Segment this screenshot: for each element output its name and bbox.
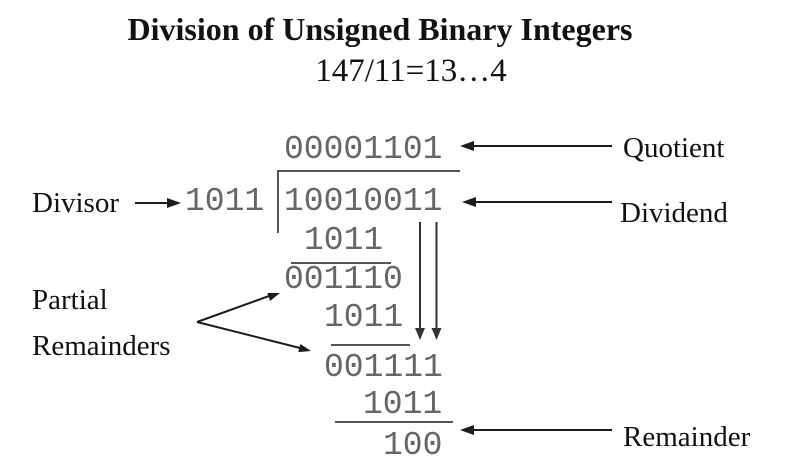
partial-remainders-fork-upper-arrow-icon — [196, 293, 280, 323]
divisor-value: 1011 — [185, 183, 265, 220]
dividend-arrow-icon — [462, 197, 612, 207]
divisor-arrow-icon — [135, 198, 181, 208]
partial-remainders-fork-lower-arrow-icon — [196, 321, 311, 353]
quotient-label: Quotient — [623, 132, 725, 164]
dividend-label: Dividend — [620, 197, 728, 229]
subtraction-2-value: 1011 — [324, 299, 404, 336]
page-title: Division of Unsigned Binary Integers — [127, 11, 633, 47]
partial-remainder-1-value: 001110 — [284, 261, 403, 298]
quotient-arrow-icon — [460, 141, 612, 151]
quotient-value: 00001101 — [284, 131, 443, 168]
partial-remainders-label-line2: Remainders — [32, 330, 171, 362]
partial-remainders-label-line1: Partial — [32, 284, 108, 316]
remainder-arrow-icon — [460, 425, 612, 435]
divisor-label: Divisor — [32, 187, 119, 219]
subtraction-3-value: 1011 — [363, 386, 443, 423]
dividend-value: 10010011 — [284, 183, 443, 220]
remainder-value: 100 — [383, 427, 443, 464]
division-bracket — [277, 170, 460, 233]
equation-subtitle: 147/11=13…4 — [315, 53, 507, 89]
subtraction-1-value: 1011 — [304, 222, 384, 259]
partial-remainder-2-value: 001111 — [324, 349, 443, 386]
remainder-label: Remainder — [623, 421, 751, 453]
bring-down-arrow-1-icon — [415, 222, 425, 340]
bring-down-arrow-2-icon — [431, 222, 442, 340]
